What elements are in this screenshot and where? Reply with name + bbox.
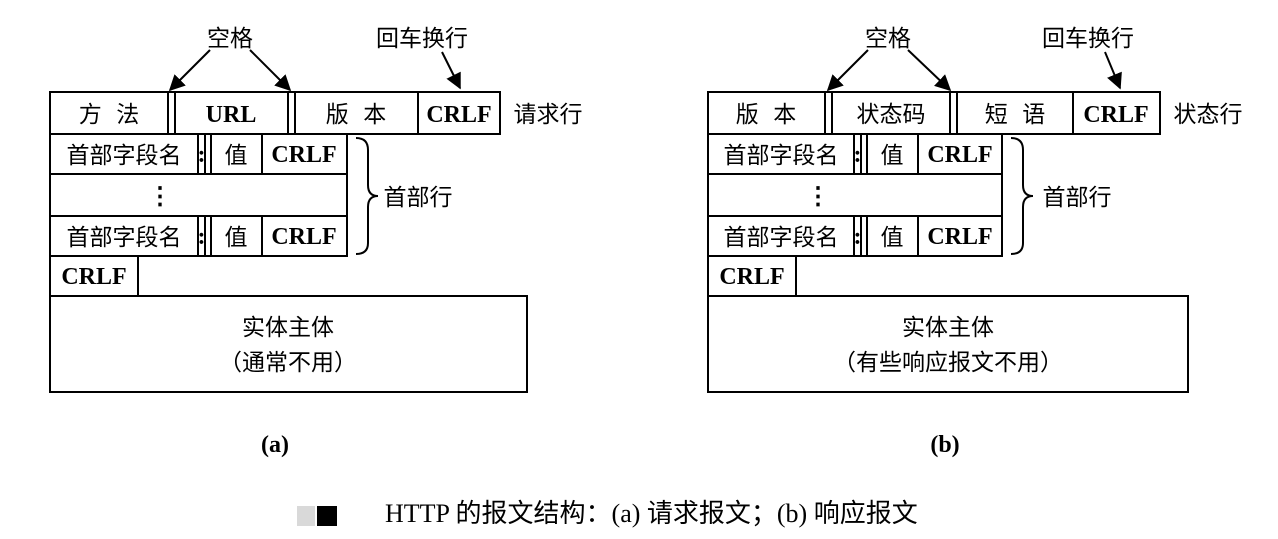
sublabel-a: (a) — [261, 432, 289, 458]
space-arrow-left-b — [826, 49, 869, 92]
space-arrow-right-b — [907, 49, 952, 92]
request-message: 空格 回车换行 方 法 URL 版 本 CRLF 请求行 首部字段名 : 值 C… — [49, 26, 583, 458]
body-title-a: 实体主体 — [242, 315, 334, 341]
response-message: 空格 回车换行 版 本 状态码 短 语 CRLF 状态行 首部字段名 : 值 C… — [707, 26, 1243, 458]
header-lines-label-a: 首部行 — [384, 185, 453, 211]
status-line-label: 状态行 — [1174, 102, 1243, 128]
crlf-field-a: CRLF — [426, 102, 491, 128]
ellipsis-a: ⋮ — [148, 184, 172, 210]
crlf-arrow-b — [1104, 51, 1122, 90]
sublabel-b: (b) — [930, 432, 959, 458]
header-brace-a — [355, 137, 379, 255]
crlf-empty-a: CRLF — [61, 264, 126, 290]
value-a2: 值 — [225, 225, 248, 251]
space-label-a: 空格 — [207, 26, 253, 52]
status-code-field: 状态码 — [857, 102, 926, 128]
space-label-b: 空格 — [865, 26, 911, 52]
caption-marker-light — [297, 506, 315, 526]
value-b1: 值 — [881, 143, 904, 169]
phrase-field: 短 语 — [985, 102, 1046, 128]
value-a1: 值 — [225, 143, 248, 169]
colon-a2: : — [198, 224, 206, 250]
crlf-label-a: 回车换行 — [376, 26, 468, 52]
figure-caption: HTTP 的报文结构：(a) 请求报文；(b) 响应报文 — [297, 499, 918, 528]
version-field-a: 版 本 — [326, 102, 387, 128]
value-b2: 值 — [881, 225, 904, 251]
caption-text: HTTP 的报文结构：(a) 请求报文；(b) 响应报文 — [385, 499, 918, 528]
body-title-b: 实体主体 — [902, 315, 994, 341]
crlf-a2: CRLF — [271, 224, 336, 250]
space-arrow-right-a — [249, 49, 292, 92]
header-name-b1: 首部字段名 — [724, 143, 839, 169]
header-name-b2: 首部字段名 — [724, 225, 839, 251]
entity-body-b — [707, 295, 1189, 393]
space-arrow-left-a — [168, 49, 211, 92]
entity-body-a — [49, 295, 528, 393]
crlf-b1: CRLF — [927, 142, 992, 168]
header-lines-label-b: 首部行 — [1043, 185, 1112, 211]
colon-a1: : — [198, 142, 206, 168]
request-line-label: 请求行 — [514, 102, 583, 128]
crlf-a1: CRLF — [271, 142, 336, 168]
method-field: 方 法 — [79, 102, 140, 128]
crlf-field-b: CRLF — [1083, 102, 1148, 128]
ellipsis-b: ⋮ — [806, 184, 830, 210]
crlf-label-b: 回车换行 — [1042, 26, 1134, 52]
colon-b1: : — [854, 142, 862, 168]
crlf-arrow-a — [441, 51, 461, 90]
caption-marker-dark — [317, 506, 337, 526]
colon-b2: : — [854, 224, 862, 250]
url-field: URL — [206, 102, 257, 128]
body-note-b: （有些响应报文不用） — [833, 350, 1063, 376]
body-note-a: （通常不用） — [219, 350, 357, 376]
header-name-a1: 首部字段名 — [67, 143, 182, 169]
header-name-a2: 首部字段名 — [67, 225, 182, 251]
version-field-b: 版 本 — [736, 102, 797, 128]
crlf-b2: CRLF — [927, 224, 992, 250]
header-brace-b — [1010, 137, 1034, 255]
crlf-empty-b: CRLF — [719, 264, 784, 290]
